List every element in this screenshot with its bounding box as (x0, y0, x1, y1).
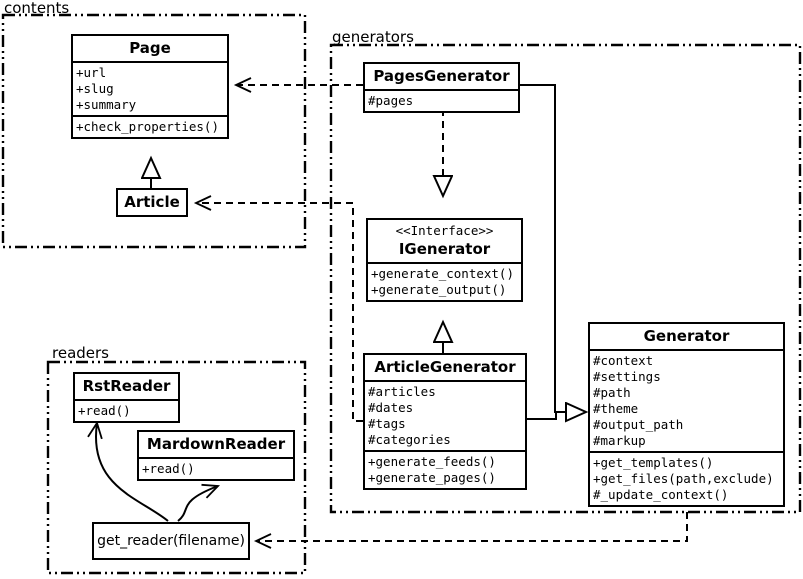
class-member: +check_properties() (76, 119, 219, 134)
class-compartment: +read() (139, 457, 293, 479)
class-compartment: +read() (75, 399, 178, 421)
package-border-readers (46, 360, 307, 575)
class-compartments-pages-generator: #pages (365, 89, 518, 111)
class-member: +get_files(path,exclude) (593, 471, 774, 486)
class-title-mardown-reader: MardownReader (146, 435, 286, 453)
class-compartments-page: +url+slug+summary +check_properties() (73, 61, 227, 137)
edge-getreader-to-mardownreader (177, 483, 220, 522)
class-title-rst-reader: RstReader (82, 377, 171, 395)
class-member: +summary (76, 97, 137, 112)
class-member: +read() (78, 403, 131, 418)
class-member: #markup (593, 433, 646, 448)
class-member: #tags (368, 416, 406, 431)
class-stereotype-igenerator: <<Interface>> (395, 223, 494, 238)
class-member: +generate_context() (371, 266, 514, 281)
class-box-mardown-reader: MardownReader +read() (137, 430, 295, 481)
class-member: +url (76, 65, 107, 80)
class-member: #context (593, 353, 654, 368)
class-member: +generate_output() (371, 282, 507, 297)
class-box-generator: Generator #context#settings#path#theme#o… (588, 322, 785, 507)
class-compartments-rst-reader: +read() (75, 399, 178, 421)
node-get-reader: get_reader(filename) (92, 522, 250, 560)
class-member: +read() (142, 461, 195, 476)
class-compartment: +generate_feeds()+generate_pages() (365, 450, 525, 488)
class-member: +slug (76, 81, 114, 96)
edge-articlegenerator-uses-article (193, 195, 363, 422)
class-compartment: #context#settings#path#theme#output_path… (590, 349, 783, 451)
class-member: #dates (368, 400, 414, 415)
class-compartments-generator: #context#settings#path#theme#output_path… (590, 349, 783, 505)
class-member: +get_templates() (593, 455, 714, 470)
class-box-igenerator: <<Interface>> IGenerator +generate_conte… (366, 218, 523, 302)
package-label-contents: contents (4, 0, 70, 17)
edge-articlegenerator-extends-generator (527, 412, 557, 420)
package-label-generators: generators (332, 28, 414, 46)
class-title-pages-generator: PagesGenerator (373, 67, 510, 85)
class-member: #_update_context() (593, 487, 729, 502)
edge-pagesgenerator-extends-generator (520, 84, 586, 412)
class-member: +generate_feeds() (368, 454, 496, 469)
class-member: +generate_pages() (368, 470, 496, 485)
class-title-article: Article (124, 193, 180, 211)
class-member: #articles (368, 384, 436, 399)
class-member: #settings (593, 369, 661, 384)
package-label-readers: readers (52, 344, 109, 362)
class-box-article-generator: ArticleGenerator #articles#dates#tags#ca… (363, 353, 527, 490)
class-box-pages-generator: PagesGenerator #pages (363, 62, 520, 113)
class-compartments-mardown-reader: +read() (139, 457, 293, 479)
class-title-igenerator: IGenerator (398, 240, 491, 258)
class-compartment: #pages (365, 89, 518, 111)
class-box-page: Page +url+slug+summary +check_properties(… (71, 34, 229, 139)
class-compartment: +get_templates()+get_files(path,exclude)… (590, 451, 783, 505)
class-compartments-igenerator: +generate_context()+generate_output() (368, 262, 521, 300)
class-compartments-article-generator: #articles#dates#tags#categories+generate… (365, 380, 525, 488)
class-compartment: #articles#dates#tags#categories (365, 380, 525, 450)
class-member: #pages (368, 93, 414, 108)
class-box-rst-reader: RstReader +read() (73, 372, 180, 423)
class-title-article-generator: ArticleGenerator (374, 358, 516, 376)
class-title-page: Page (129, 39, 171, 57)
edge-generator-uses-getreader (253, 500, 688, 549)
class-member: #theme (593, 401, 639, 416)
class-title-generator: Generator (643, 327, 730, 345)
class-compartment: +check_properties() (73, 115, 227, 137)
package-border-generators (329, 43, 802, 514)
class-compartment: +generate_context()+generate_output() (368, 262, 521, 300)
class-member: #output_path (593, 417, 684, 432)
class-member: #path (593, 385, 631, 400)
class-box-article: Article (116, 188, 188, 217)
class-compartment: +url+slug+summary (73, 61, 227, 115)
class-member: #categories (368, 432, 451, 447)
edge-getreader-to-rstreader (87, 420, 169, 522)
package-border-contents (1, 13, 307, 249)
